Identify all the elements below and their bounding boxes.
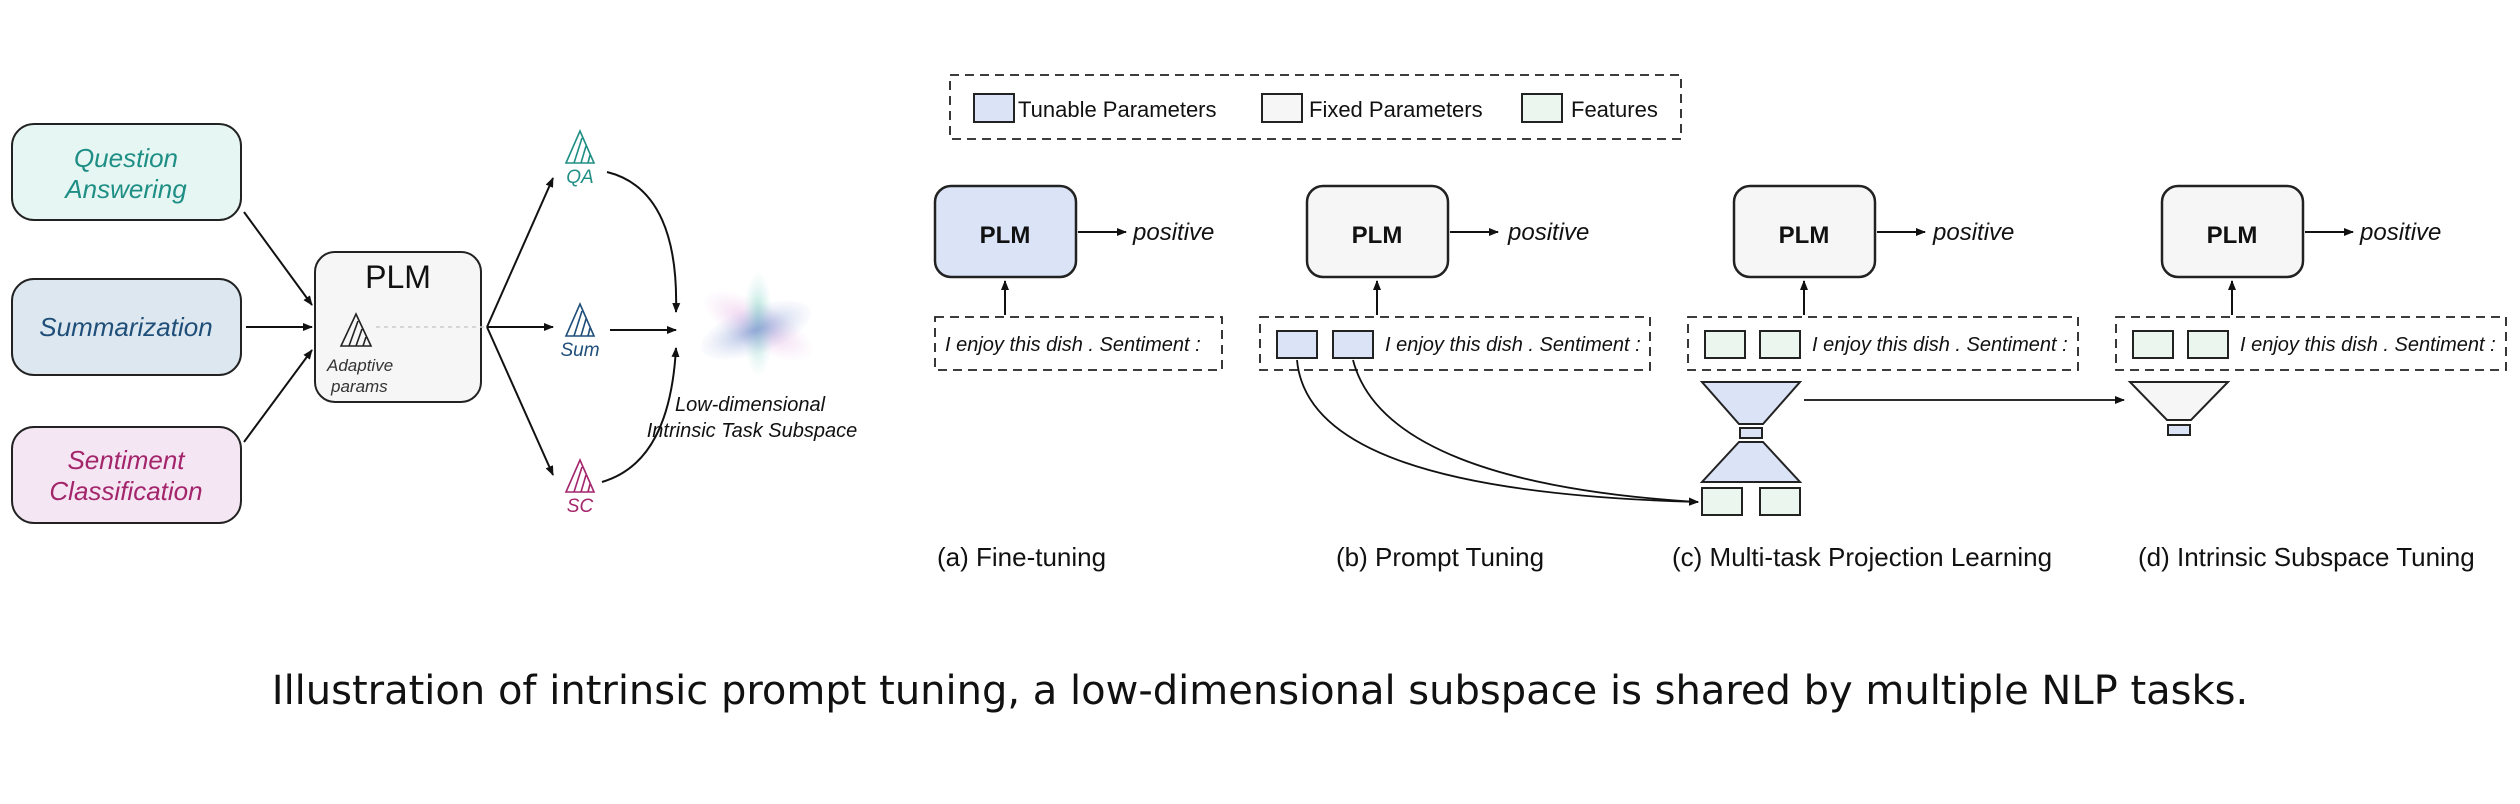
plm-box-b <box>1305 184 1450 279</box>
decoder-trapezoid-d <box>2127 381 2231 421</box>
input-text-c: I enjoy this dish . Sentiment : <box>1812 334 2068 356</box>
panel-multitask-projection: PLM positive I enjoy this dish . Sentime… <box>1672 184 2125 572</box>
input-text-b: I enjoy this dish . Sentiment : <box>1385 334 1641 356</box>
bottleneck-c <box>1739 427 1763 439</box>
legend-tunable-label: Tunable Parameters <box>1018 97 1217 122</box>
input-text-d: I enjoy this dish . Sentiment : <box>2240 334 2496 356</box>
adaptive-params-icon <box>339 312 373 347</box>
feature-token-c3 <box>1701 487 1743 516</box>
output-label-b: positive <box>1507 219 1589 246</box>
feature-token-c4 <box>1759 487 1801 516</box>
sum-output-label: Sum <box>560 340 599 361</box>
arrow-qa-to-plm <box>243 211 313 306</box>
task-qa-label-line1: Question <box>74 143 178 173</box>
caption-c: (c) Multi-task Projection Learning <box>1672 542 2052 572</box>
sc-output-icon <box>564 458 596 493</box>
arrow-plm-to-sc <box>486 326 554 476</box>
bottleneck-d <box>2167 424 2191 436</box>
plm-label-b: PLM <box>1352 222 1403 249</box>
legend-features-swatch <box>1521 93 1563 123</box>
arrow-qa-to-subspace <box>606 171 681 313</box>
panel-intrinsic-subspace: PLM positive I enjoy this dish . Sentime… <box>2115 184 2507 572</box>
task-question-answering: Question Answering <box>11 123 242 221</box>
task-sc-label-line1: Sentiment <box>67 445 186 475</box>
prompt-token-2 <box>1332 330 1374 359</box>
caption-b: (b) Prompt Tuning <box>1336 542 1544 572</box>
feature-token-c1 <box>1704 330 1746 359</box>
sum-output-icon <box>564 302 596 337</box>
feature-token-d1 <box>2132 330 2174 359</box>
plm-label-a: PLM <box>980 222 1031 249</box>
figure-caption: Illustration of intrinsic prompt tuning,… <box>271 668 2249 714</box>
output-label-a: positive <box>1132 219 1214 246</box>
arrow-prompt2-to-features <box>1352 359 1699 506</box>
arrow-prompt1-to-features <box>1296 359 1699 506</box>
subspace-label-line1: Low-dimensional <box>675 394 826 416</box>
legend-fixed-swatch <box>1261 93 1303 123</box>
legend: Tunable Parameters Fixed Parameters Feat… <box>949 74 1682 140</box>
subspace-label-line2: Intrinsic Task Subspace <box>647 420 857 442</box>
qa-output-icon <box>564 129 596 164</box>
feature-token-d2 <box>2187 330 2229 359</box>
legend-tunable-swatch <box>973 93 1015 123</box>
plm-box-a <box>933 184 1078 279</box>
arrow-sc-to-subspace <box>601 347 680 483</box>
encoder-trapezoid-c <box>1699 441 1803 483</box>
sc-output-label: SC <box>567 496 594 517</box>
prompt-token-1 <box>1276 330 1318 359</box>
task-sum-label: Summarization <box>39 312 212 342</box>
panel-prompt-tuning: PLM positive I enjoy this dish . Sentime… <box>1259 184 1699 572</box>
adaptive-params-line1: Adaptive <box>326 356 393 375</box>
legend-fixed-label: Fixed Parameters <box>1309 97 1483 122</box>
arrow-plm-to-qa <box>486 177 554 328</box>
decoder-trapezoid-c <box>1699 381 1803 425</box>
output-label-d: positive <box>2359 219 2441 246</box>
qa-output-label: QA <box>566 167 593 188</box>
task-sentiment-classification: Sentiment Classification <box>11 426 242 524</box>
arrow-sc-to-plm <box>243 349 313 443</box>
legend-features-label: Features <box>1571 97 1658 122</box>
caption-a: (a) Fine-tuning <box>937 542 1106 572</box>
input-text-a: I enjoy this dish . Sentiment : <box>945 334 1201 356</box>
panel-fine-tuning: PLM positive I enjoy this dish . Sentime… <box>933 184 1223 572</box>
caption-d: (d) Intrinsic Subspace Tuning <box>2138 542 2475 572</box>
adaptive-params-line2: params <box>330 377 388 396</box>
plm-box-d <box>2160 184 2305 279</box>
intrinsic-subspace-icon <box>700 272 812 376</box>
plm-label-d: PLM <box>2207 222 2258 249</box>
task-summarization: Summarization <box>11 278 242 376</box>
plm-title: PLM <box>365 259 431 295</box>
plm-label-c: PLM <box>1779 222 1830 249</box>
output-label-c: positive <box>1932 219 2014 246</box>
task-sc-label-line2: Classification <box>49 476 202 506</box>
task-qa-label-line2: Answering <box>63 174 187 204</box>
plm-box: PLM Adaptive params <box>314 251 484 403</box>
feature-token-c2 <box>1759 330 1801 359</box>
plm-box-c <box>1732 184 1877 279</box>
